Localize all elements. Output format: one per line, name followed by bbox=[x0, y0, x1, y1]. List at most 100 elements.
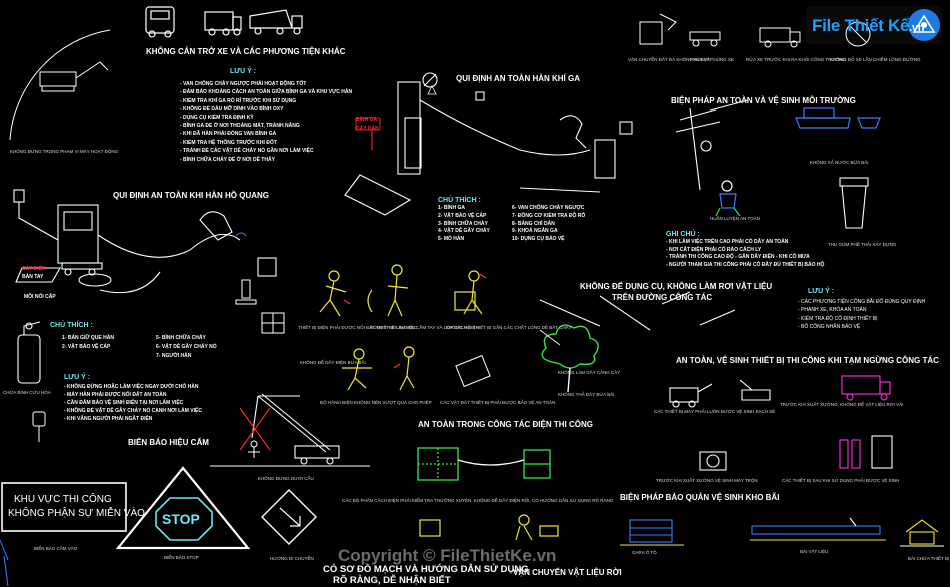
env-note: - TRÁNH THI CÔNG CAO ĐỘ - GẦN DÂY ĐIỆN -… bbox=[666, 254, 810, 260]
equip-caption-2: TRƯỚC KHI XUẤT XƯỞNG, KHÔNG ĐỂ VẬT LIỆU … bbox=[780, 402, 904, 407]
crane-caption: KHÔNG ĐỨNG DƯỚI CẨU bbox=[258, 476, 314, 481]
training-caption: HUẤN LUYỆN AN TOÀN bbox=[710, 216, 760, 221]
arc-welder-blue bbox=[235, 232, 247, 237]
drop-note: - KIỂM TRA ĐỘ CỐ ĐỊNH THIẾT BỊ bbox=[798, 315, 878, 322]
zone-sign-line2: KHÔNG PHẬN SỰ MIỄN VÀO bbox=[8, 508, 145, 519]
arc-notes-heading: LƯU Ý : bbox=[64, 374, 91, 381]
gas-note: - KHI ĐÃ HÀN PHẢI ĐÓNG VAN BÌNH GA bbox=[180, 131, 277, 138]
gas-legend-right: 6- VAN CHỐNG CHÁY NGƯỢC 7- ĐỒNG CƠ KIỂM … bbox=[512, 205, 585, 244]
arc-note: - KHI VẮNG NGƯỜI PHẢI NGẮT ĐIỆN bbox=[64, 416, 153, 422]
gas-note: - BÌNH CHỮA CHÁY ĐỂ Ở NƠI DỄ THẤY bbox=[180, 156, 275, 163]
gas-legend-item: 6- VAN CHỐNG CHÁY NGƯỢC bbox=[512, 205, 585, 211]
worker-red-accents bbox=[343, 273, 487, 369]
gas-note: - KHÔNG ĐỂ DẦU MỠ DÍNH VÀO BÌNH OXY bbox=[180, 106, 284, 113]
marker-icon bbox=[32, 411, 46, 442]
no-entry-sign bbox=[1, 482, 127, 532]
measure-scale bbox=[539, 329, 561, 346]
env-note: - NGƯỜI THAM GIA THI CÔNG PHẢI CÓ ĐẦY ĐỦ… bbox=[666, 261, 825, 268]
vehicle-note-1: VẬN CHUYỂN ĐẤT ĐÁ KHÔNG RƠI VÃI bbox=[628, 57, 712, 62]
env-notes-list: - KHI LÀM VIỆC TRÊN CAO PHẢI CÓ DÂY AN T… bbox=[666, 239, 824, 269]
dump-truck-icon bbox=[249, 9, 303, 35]
brand-logo[interactable]: File Thiết Kế.vn bbox=[806, 6, 942, 44]
arc-note: - KHÔNG ĐỨNG HOẶC LÀM VIỆC NGAY DƯỚI CHỖ… bbox=[64, 384, 199, 390]
boat-truck-blue bbox=[795, 107, 881, 129]
fire-extinguisher-small bbox=[235, 279, 257, 305]
title-signs: BIỂN BÁO HIỆU CẤM bbox=[128, 438, 209, 447]
arc-legend-right: 5- BÌNH CHỮA CHÁY 6- VẬT DỄ GÂY CHÁY NỔ … bbox=[156, 334, 217, 361]
gas-legend-item: 1- BÌNH GA bbox=[438, 205, 465, 211]
gas-note: - KIỂM TRA KHÍ GA RÒ RỈ TRƯỚC KHI SỬ DỤN… bbox=[180, 97, 297, 104]
excavator-icon bbox=[9, 29, 111, 141]
title-no-dropping-2: TRÊN ĐƯỜNG CÔNG TÁC bbox=[612, 293, 713, 302]
garage-caption: GARA Ô TÔ bbox=[632, 550, 657, 555]
grid-box-icon bbox=[261, 312, 285, 334]
direction-caption: HƯỚNG DI CHUYỂN bbox=[270, 556, 314, 561]
gas-welding-scene bbox=[344, 72, 633, 216]
no-entry-caption: BIỂN BÁO CẤM VÀO bbox=[34, 546, 78, 551]
blue-arrows bbox=[0, 539, 9, 587]
sweep-caption: KHÔNG XẢ NƯỚC BỪA BÃI bbox=[810, 160, 869, 165]
arc-legend-item: 5- BÌNH CHỮA CHÁY bbox=[156, 335, 206, 341]
title-no-dropping: KHÔNG ĐỂ DỤNG CỤ, KHÔNG LÀM RƠI VẬT LIỆU bbox=[580, 282, 773, 291]
zone-sign-line1: KHU VỰC THI CÔNG bbox=[14, 494, 112, 505]
truck-front-icon bbox=[145, 6, 175, 38]
arc-note: - MÁY HÀN PHẢI ĐƯỢC NỐI ĐẤT AN TOÀN bbox=[64, 392, 167, 398]
gas-legend-item: 8- BẢNG CHỈ DẪN bbox=[512, 220, 555, 227]
gas-note: - BÌNH GA ĐỂ Ở NƠI THOÁNG MÁT, TRÁNH NẮN… bbox=[180, 123, 300, 130]
vehicle-note-3: RỬA XE TRƯỚC KHI RA KHỎI CÔNG TRƯỜNG bbox=[746, 57, 846, 62]
crane-icon bbox=[210, 393, 370, 467]
drop-note: - PHANH XE, KHÓA AN TOÀN bbox=[798, 307, 867, 314]
env-note: - KHI LÀM VIỆC TRÊN CAO PHẢI CÓ DÂY AN T… bbox=[666, 239, 789, 245]
direction-sign bbox=[261, 489, 317, 545]
gas-bottle-label: BÌNH GA bbox=[356, 117, 378, 123]
gas-note: - ĐẢM BẢO KHOẢNG CÁCH AN TOÀN GIỮA BÌNH … bbox=[180, 89, 353, 96]
worker-caption-6: CÁC VẬT ĐẶT THIẾT BỊ PHẢI ĐƯỢC BẢO VỆ AN… bbox=[440, 400, 556, 405]
equip-caption-3: TRƯỚC KHI XUẤT XƯỞNG VỆ SINH MÁY TRỘN bbox=[656, 478, 758, 483]
warehouse-drawings bbox=[620, 517, 944, 547]
worker-caption-1: THIẾT BỊ ĐIỆN PHẢI ĐƯỢC NỐI ĐẤT THIẾT BỊ… bbox=[298, 325, 417, 330]
tree-icon bbox=[541, 324, 599, 393]
env-note: - NƠI CẮT ĐIỆN PHẢI CÓ RÀO CÁCH LY bbox=[666, 246, 762, 253]
hand-label: BÀN TAY bbox=[22, 274, 44, 280]
gas-legend-item: 5- MỎ HÀN bbox=[438, 236, 465, 243]
equipment-row bbox=[669, 375, 893, 471]
arc-note: - CẦN ĐẢM BẢO VỆ SINH ĐIỆN TẠI NƠI LÀM V… bbox=[64, 400, 184, 406]
title-environment: BIỆN PHÁP AN TOÀN VÀ VỆ SINH MÔI TRƯỜNG bbox=[671, 96, 856, 105]
cut-power-label: CẮT ĐIỆN bbox=[22, 266, 46, 272]
tree-caption: KHÔNG LÀM GÃY CÀNH CÂY bbox=[558, 370, 621, 375]
title-gas-welding: QUI ĐỊNH AN TOÀN HÀN KHÍ GA bbox=[456, 74, 580, 83]
collect-caption: THU GOM PHẾ THẢI XÂY DỰNG bbox=[828, 242, 897, 247]
no-burn-caption: KHÔNG THẢ DÂY BỪA BÃI bbox=[558, 392, 615, 397]
equip-caption-4: CÁC THIẾT BỊ SAU KHI SỬ DỤNG PHẢI ĐƯỢC V… bbox=[782, 478, 900, 483]
env-notes-heading: GHI CHÚ : bbox=[666, 231, 700, 238]
gas-note: - TRÁNH ĐỂ CÁC VẬT DỄ CHÁY NỔ GẦN NƠI LÀ… bbox=[180, 148, 314, 155]
drop-note: - BỐ CÔNG NHÂN BẢO VỆ bbox=[798, 324, 861, 331]
drop-notes-list: - CÁC PHƯƠNG TIỆN CÔNG BÃI ĐỖ ĐÚNG QUY Đ… bbox=[798, 298, 925, 332]
worker-caption-2: DÙNG THIẾT BỊ ĐIỆN CẦM TAY VÀ LỚP CÁCH Đ… bbox=[370, 325, 480, 330]
gas-legend-item: 9- KHOÁ NGẮN GA bbox=[512, 228, 558, 235]
drop-note: - CÁC PHƯƠNG TIỆN CÔNG BÃI ĐỖ ĐÚNG QUY Đ… bbox=[798, 299, 926, 305]
worker-caption-4: KHÔNG ĐỂ DÂY ĐIỆN BỪA BÃI bbox=[300, 360, 366, 365]
electric-box-icon bbox=[455, 354, 491, 388]
title-equipment: AN TOÀN, VỆ SINH THIẾT BỊ THI CÔNG KHI T… bbox=[676, 356, 939, 365]
fire-extinguisher-icon bbox=[17, 321, 41, 384]
road-lines bbox=[539, 291, 736, 331]
brand-name: File Thiết Kế.vn bbox=[812, 16, 925, 35]
arc-legend-item: 7- NGƯỜI HÀN bbox=[156, 353, 192, 359]
gas-legend-item: 7- ĐỒNG CƠ KIỂM TRA ĐỘ RÒ bbox=[512, 212, 586, 219]
electric-panels bbox=[417, 447, 551, 481]
stop-sign-caption: BIỂN BÁO STOP bbox=[164, 555, 199, 560]
equip-caption-1: CÁC THIẾT BỊ MÁY PHẢI LUÔN ĐƯỢC VỆ SINH … bbox=[654, 409, 776, 414]
truck-side-icon bbox=[204, 11, 242, 36]
shed-caption: BÃI CHỨA THIẾT BỊ bbox=[908, 556, 950, 561]
title-circuit-2: RÕ RÀNG, DỄ NHẬN BIẾT bbox=[333, 575, 451, 586]
gas-legend-item: 3- BÌNH CHỮA CHÁY bbox=[438, 220, 488, 227]
title-arc-welding: QUI ĐỊNH AN TOÀN KHI HÀN HỒ QUANG bbox=[113, 191, 269, 200]
brand-badge-icon bbox=[806, 6, 942, 44]
gas-notes-list: - VAN CHỐNG CHÁY NGƯỢC PHẢI HOẠT ĐỘNG TỐ… bbox=[180, 80, 352, 164]
worker-caption-5: ĐỘ HÀNH ĐIỆN KHÔNG NÊN VƯỢT QUÁ CHO PHÉP bbox=[320, 400, 432, 405]
gas-note: - KIỂM TRA HỆ THỐNG TRƯỚC KHI ĐỐT bbox=[180, 139, 277, 146]
gas-legend-left: 1- BÌNH GA 2- VẬT BẢO VỆ CÁP 3- BÌNH CHỮ… bbox=[438, 205, 490, 244]
gas-legend-item: 4- VẬT DỄ GÂY CHÁY bbox=[438, 228, 490, 235]
